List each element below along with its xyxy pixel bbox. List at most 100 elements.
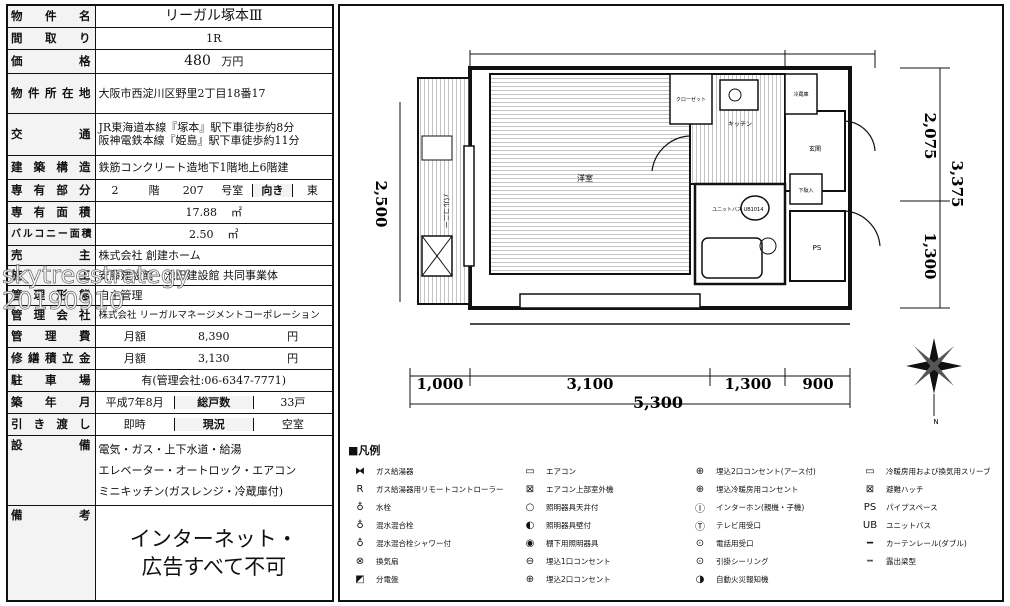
- unit-area: ㎡: [231, 205, 242, 219]
- label-status: 現況: [173, 417, 254, 431]
- fridge-space: [784, 73, 818, 115]
- legend-text: 冷暖房用および換気用スリーブ: [886, 467, 991, 476]
- legend-symbol-icon: Ⓣ: [695, 522, 705, 533]
- value-access-1: JR東海道本線『塚本』駅下車徒歩約8分: [98, 121, 295, 134]
- legend-text: ガス給湯器用リモートコントローラー: [376, 485, 504, 494]
- value-equipment-2: エレベーター・オートロック・エアコン: [98, 463, 297, 477]
- legend-symbol-icon: ⊕: [695, 466, 705, 477]
- legend-symbol-icon: ◑: [695, 574, 705, 585]
- compass-north-label: N: [933, 418, 938, 426]
- dim-bottom-1: 1,000: [417, 375, 464, 393]
- room-label-unitbath: ユニットバス UB1014: [712, 207, 763, 213]
- value-repair-fund: 3,130: [197, 351, 230, 365]
- label-management-company: 管理会社: [6, 304, 96, 326]
- value-address: 大阪市西淀川区野里2丁目18番17: [94, 72, 334, 114]
- dim-right-3: 1,300: [921, 233, 939, 280]
- property-spec-table: 物件名 リーガル塚本Ⅲ 間取り 1R 価格 480 万円 物件所在地 大阪市西淀…: [6, 4, 334, 602]
- legend-symbol-icon: ♁: [356, 520, 364, 531]
- shoe-box: [789, 173, 823, 205]
- legend-item: ♁ 混水混合栓: [348, 518, 518, 533]
- legend-item: Ⓣ テレビ用受口: [688, 518, 858, 533]
- floor-plan-drawing: 洋室 バルコニー キッチン 玄関 ユニットバス UB1014 PS 下駄入 クロ…: [372, 50, 966, 426]
- row-area: 専有面積 17.88 ㎡: [6, 200, 334, 224]
- legend-text: ガス給湯器: [376, 467, 414, 476]
- row-layout: 間取り 1R: [6, 26, 334, 50]
- dim-total: 5,300: [633, 393, 683, 412]
- legend-text: カーテンレール(ダブル): [886, 539, 967, 548]
- closet: [669, 73, 713, 125]
- value-remarks-1: インターネット・: [129, 526, 298, 551]
- legend-symbol-icon: ⧓: [355, 466, 365, 477]
- pipe-space: [789, 210, 846, 282]
- main-room: [489, 73, 691, 275]
- room-label-balcony: バルコニー: [442, 194, 450, 229]
- legend: ■凡例 ⧓ガス給湯器▭エアコン⊕埋込2口コンセント(アース付)▭冷暖房用および換…: [348, 442, 998, 587]
- row-structure: 建築構造 鉄筋コンクリート造地下1階地上6階建: [6, 154, 334, 180]
- legend-symbol-icon: ▭: [525, 466, 535, 477]
- legend-symbol-icon: UB: [862, 520, 878, 531]
- room-label-shoe: 下駄入: [798, 187, 813, 194]
- legend-text: エアコン: [546, 467, 576, 476]
- legend-item: ⊙引掛シーリング: [688, 554, 858, 569]
- legend-item: ⊖埋込1口コンセント: [518, 554, 688, 569]
- label-aspect: 向き: [251, 183, 293, 197]
- row-address: 物件所在地 大阪市西淀川区野里2丁目18番17: [6, 72, 334, 114]
- legend-item: ⊗換気扇: [348, 554, 518, 569]
- legend-text: 分電盤: [376, 575, 399, 584]
- legend-item: ◩ 分電盤: [348, 572, 518, 587]
- legend-text: インターホン(親機・子機): [716, 503, 805, 512]
- label-access: 交通: [6, 112, 96, 156]
- value-total-units: 33戸: [280, 395, 306, 409]
- row-equipment: 設備 電気・ガス・上下水道・給湯 エレベーター・オートロック・エアコン ミニキッ…: [6, 434, 334, 506]
- legend-text: 埋込2口コンセント(アース付): [716, 467, 816, 476]
- room-label-entrance: 玄関: [809, 145, 821, 153]
- legend-item: ◐照明器具壁付: [518, 518, 688, 533]
- value-equipment-3: ミニキッチン(ガスレンジ・冷蔵庫付): [98, 484, 284, 498]
- legend-text: 棚下用照明器具: [546, 539, 599, 548]
- legend-item: ⧓ ガス給湯器: [348, 464, 518, 479]
- legend-text: テレビ用受口: [716, 521, 761, 530]
- unit-repair-fund: 円: [287, 351, 299, 365]
- legend-item: ◑ 自動火災報知機: [688, 572, 858, 587]
- room-label-fridge: 冷蔵庫: [793, 91, 808, 98]
- legend-item: ┅露出梁型: [858, 554, 1008, 569]
- unit-floor: 階: [148, 183, 160, 197]
- legend-symbol-icon: ▭: [865, 466, 875, 477]
- unit-management-fee: 円: [287, 329, 299, 343]
- legend-item: ━カーテンレール(ダブル): [858, 536, 1008, 551]
- legend-symbol-icon: ⊕: [525, 574, 535, 585]
- room-label-kitchen: キッチン: [728, 121, 752, 128]
- row-builder: 施工 安藤建設館・池田建設館 共同事業体: [6, 264, 334, 286]
- row-name: 物件名 リーガル塚本Ⅲ: [6, 4, 334, 28]
- legend-item: ⊕埋込冷暖房用コンセント: [688, 482, 858, 497]
- dim-bottom-4: 900: [802, 375, 833, 393]
- room-label-main: 洋室: [577, 173, 593, 183]
- legend-text: 避難ハッチ: [886, 485, 924, 494]
- value-access-2: 阪神電鉄本線『姫島』駅下車徒歩約11分: [98, 134, 300, 147]
- value-management-fee: 8,390: [197, 329, 230, 343]
- row-built: 築年月 平成7年8月 総戸数 33戸: [6, 390, 334, 414]
- value-layout: 1R: [94, 26, 334, 50]
- legend-symbol-icon: ⊠: [865, 484, 875, 495]
- legend-text: 混水混合栓: [376, 521, 414, 530]
- legend-symbol-icon: ⊖: [525, 556, 535, 567]
- label-name: 物件名: [6, 4, 96, 28]
- value-remarks-2: 広告すべて不可: [141, 554, 287, 579]
- legend-text: 自動火災報知機: [716, 575, 769, 584]
- legend-text: 混水混合栓シャワー付: [376, 539, 451, 548]
- label-parking: 駐車場: [6, 368, 96, 392]
- compass-icon: N: [906, 338, 962, 426]
- room-label-closet: クローゼット: [676, 96, 706, 103]
- legend-item: ▭ 冷暖房用および換気用スリーブ: [858, 464, 1008, 479]
- label-price: 価格: [6, 48, 96, 74]
- legend-symbol-icon: ◩: [355, 574, 365, 585]
- value-aspect: 東: [306, 183, 318, 197]
- legend-text: ユニットバス: [886, 521, 931, 530]
- dim-bottom-3: 1,300: [725, 375, 772, 393]
- legend-item: ⊕ 埋込2口コンセント(アース付): [688, 464, 858, 479]
- legend-text: エアコン上部室外機: [546, 485, 614, 494]
- label-structure: 建築構造: [6, 154, 96, 180]
